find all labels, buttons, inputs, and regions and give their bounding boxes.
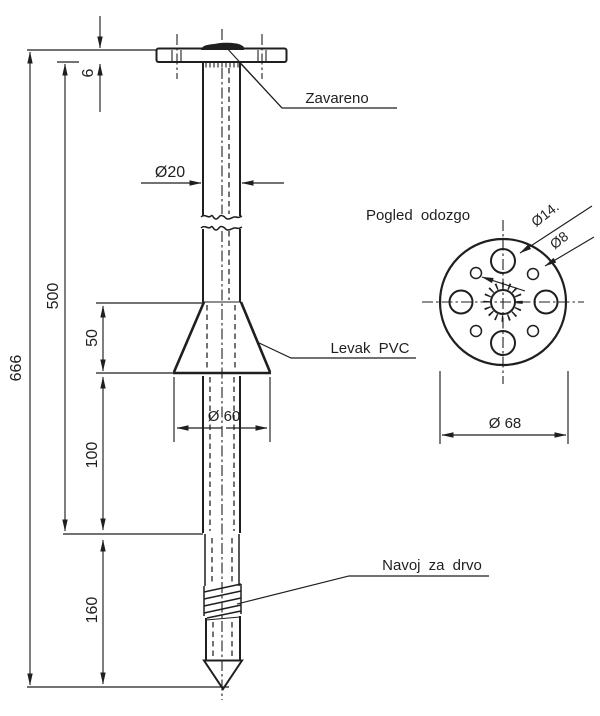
funnel-callout: Levak PVC — [256, 340, 416, 359]
dim-funnel-height: 50 — [84, 305, 106, 372]
dim-plate-diameter-label: Ø 68 — [489, 415, 522, 432]
weld-serration — [205, 63, 239, 68]
dim-plate-thickness: 6 — [80, 16, 103, 112]
front-view — [155, 29, 288, 700]
dim-tip-label: 160 — [84, 597, 101, 624]
weld-bead — [201, 42, 245, 50]
dim-funnel-diameter-label: Ø 60 — [208, 408, 241, 425]
top-view-title: Pogled odozgo — [366, 207, 470, 224]
pipe-break — [200, 214, 243, 231]
dim-plate-diameter: Ø 68 — [439, 371, 569, 444]
dim-plate-label: 6 — [80, 68, 97, 77]
dim-rod-diameter-label: Ø20 — [155, 164, 185, 181]
thread-section — [203, 583, 242, 619]
tip-cone — [202, 659, 244, 691]
dim-mid-label: 100 — [84, 442, 101, 469]
dim-funnel-diameter: Ø 60 — [176, 408, 268, 431]
dim-funnel-label: 50 — [84, 329, 101, 347]
dim-shaft-label: 500 — [45, 283, 62, 310]
callouts: Zavareno Levak PVC Navoj za drvo — [223, 44, 489, 605]
thread-callout: Navoj za drvo — [236, 557, 489, 605]
hole-small-label: Ø8 — [547, 228, 572, 252]
extension-lines — [27, 49, 271, 688]
pvc-funnel — [172, 301, 272, 375]
funnel-callout-label: Levak PVC — [330, 340, 409, 357]
small-holes — [469, 266, 540, 338]
hole-small-callout: Ø8 — [481, 228, 595, 292]
dimensions: 666 500 6 50 100 160 — [8, 16, 284, 688]
center-hub-hole — [483, 282, 523, 322]
weld-callout: Zavareno — [223, 44, 397, 109]
dim-rod-diameter: Ø20 — [141, 164, 284, 186]
thread-callout-label: Navoj za drvo — [382, 557, 482, 574]
dim-total-label: 666 — [8, 355, 25, 382]
dim-mid-section: 100 — [84, 376, 106, 531]
lower-section — [204, 534, 240, 586]
dim-shaft-height: 500 — [45, 63, 68, 532]
top-view: Pogled odozgo Ø14. — [366, 198, 595, 444]
weld-callout-label: Zavareno — [305, 90, 368, 107]
large-holes — [448, 248, 559, 356]
hub-serration — [483, 282, 523, 322]
dim-total-height: 666 — [8, 51, 33, 686]
rod-shaft — [202, 62, 241, 533]
hole-large-label: Ø14. — [528, 198, 562, 229]
tip-section — [202, 616, 244, 691]
dim-tip-section: 160 — [84, 539, 106, 685]
